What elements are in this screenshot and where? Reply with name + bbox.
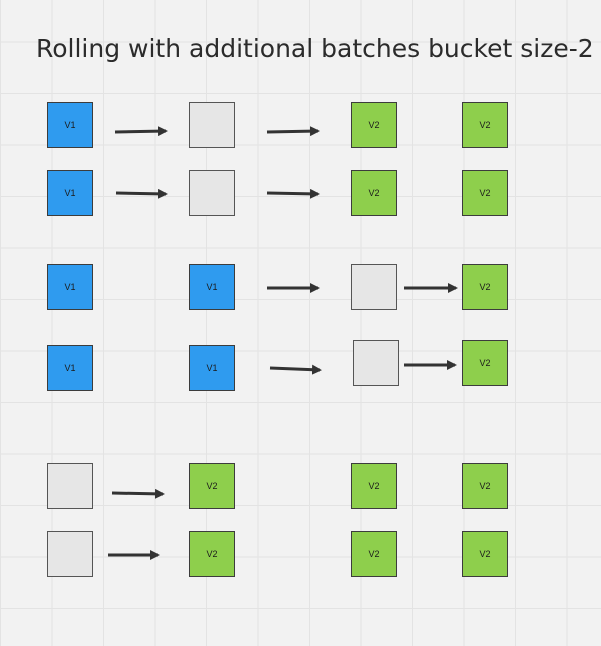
node-label: V2: [479, 282, 491, 292]
node-label: V2: [368, 549, 380, 559]
node-v2[interactable]: V2: [462, 531, 508, 577]
node-v1[interactable]: V1: [47, 170, 93, 216]
arrow: [266, 188, 320, 199]
node-label: V2: [479, 120, 491, 130]
node-v2[interactable]: V2: [189, 463, 235, 509]
arrow: [115, 188, 168, 199]
node-v1[interactable]: V1: [189, 264, 235, 310]
arrow: [111, 488, 165, 499]
node-v2[interactable]: V2: [351, 463, 397, 509]
node-v1[interactable]: V1: [47, 102, 93, 148]
node-v1[interactable]: V1: [47, 345, 93, 391]
arrow: [266, 126, 320, 137]
node-empty[interactable]: [47, 531, 93, 577]
node-label: V2: [206, 481, 218, 491]
node-v1[interactable]: V1: [47, 264, 93, 310]
node-empty[interactable]: [351, 264, 397, 310]
node-label: V2: [479, 481, 491, 491]
arrow: [269, 364, 322, 375]
node-label: V2: [479, 549, 491, 559]
node-label: V2: [206, 549, 218, 559]
node-label: V1: [64, 120, 76, 130]
node-empty[interactable]: [189, 102, 235, 148]
node-label: V1: [64, 188, 76, 198]
node-v1[interactable]: V1: [189, 345, 235, 391]
node-label: V1: [206, 282, 218, 292]
node-v2[interactable]: V2: [351, 170, 397, 216]
node-v2[interactable]: V2: [462, 264, 508, 310]
node-empty[interactable]: [353, 340, 399, 386]
node-label: V2: [479, 188, 491, 198]
node-label: V2: [479, 358, 491, 368]
node-v2[interactable]: V2: [462, 170, 508, 216]
node-v2[interactable]: V2: [351, 102, 397, 148]
arrow: [114, 126, 168, 137]
node-label: V2: [368, 188, 380, 198]
node-empty[interactable]: [189, 170, 235, 216]
node-label: V2: [368, 481, 380, 491]
node-v2[interactable]: V2: [462, 340, 508, 386]
node-label: V1: [64, 282, 76, 292]
node-empty[interactable]: [47, 463, 93, 509]
node-v2[interactable]: V2: [462, 102, 508, 148]
diagram-title: Rolling with additional batches bucket s…: [36, 34, 594, 63]
node-v2[interactable]: V2: [462, 463, 508, 509]
node-label: V2: [368, 120, 380, 130]
node-v2[interactable]: V2: [189, 531, 235, 577]
node-label: V1: [64, 363, 76, 373]
node-label: V1: [206, 363, 218, 373]
node-v2[interactable]: V2: [351, 531, 397, 577]
